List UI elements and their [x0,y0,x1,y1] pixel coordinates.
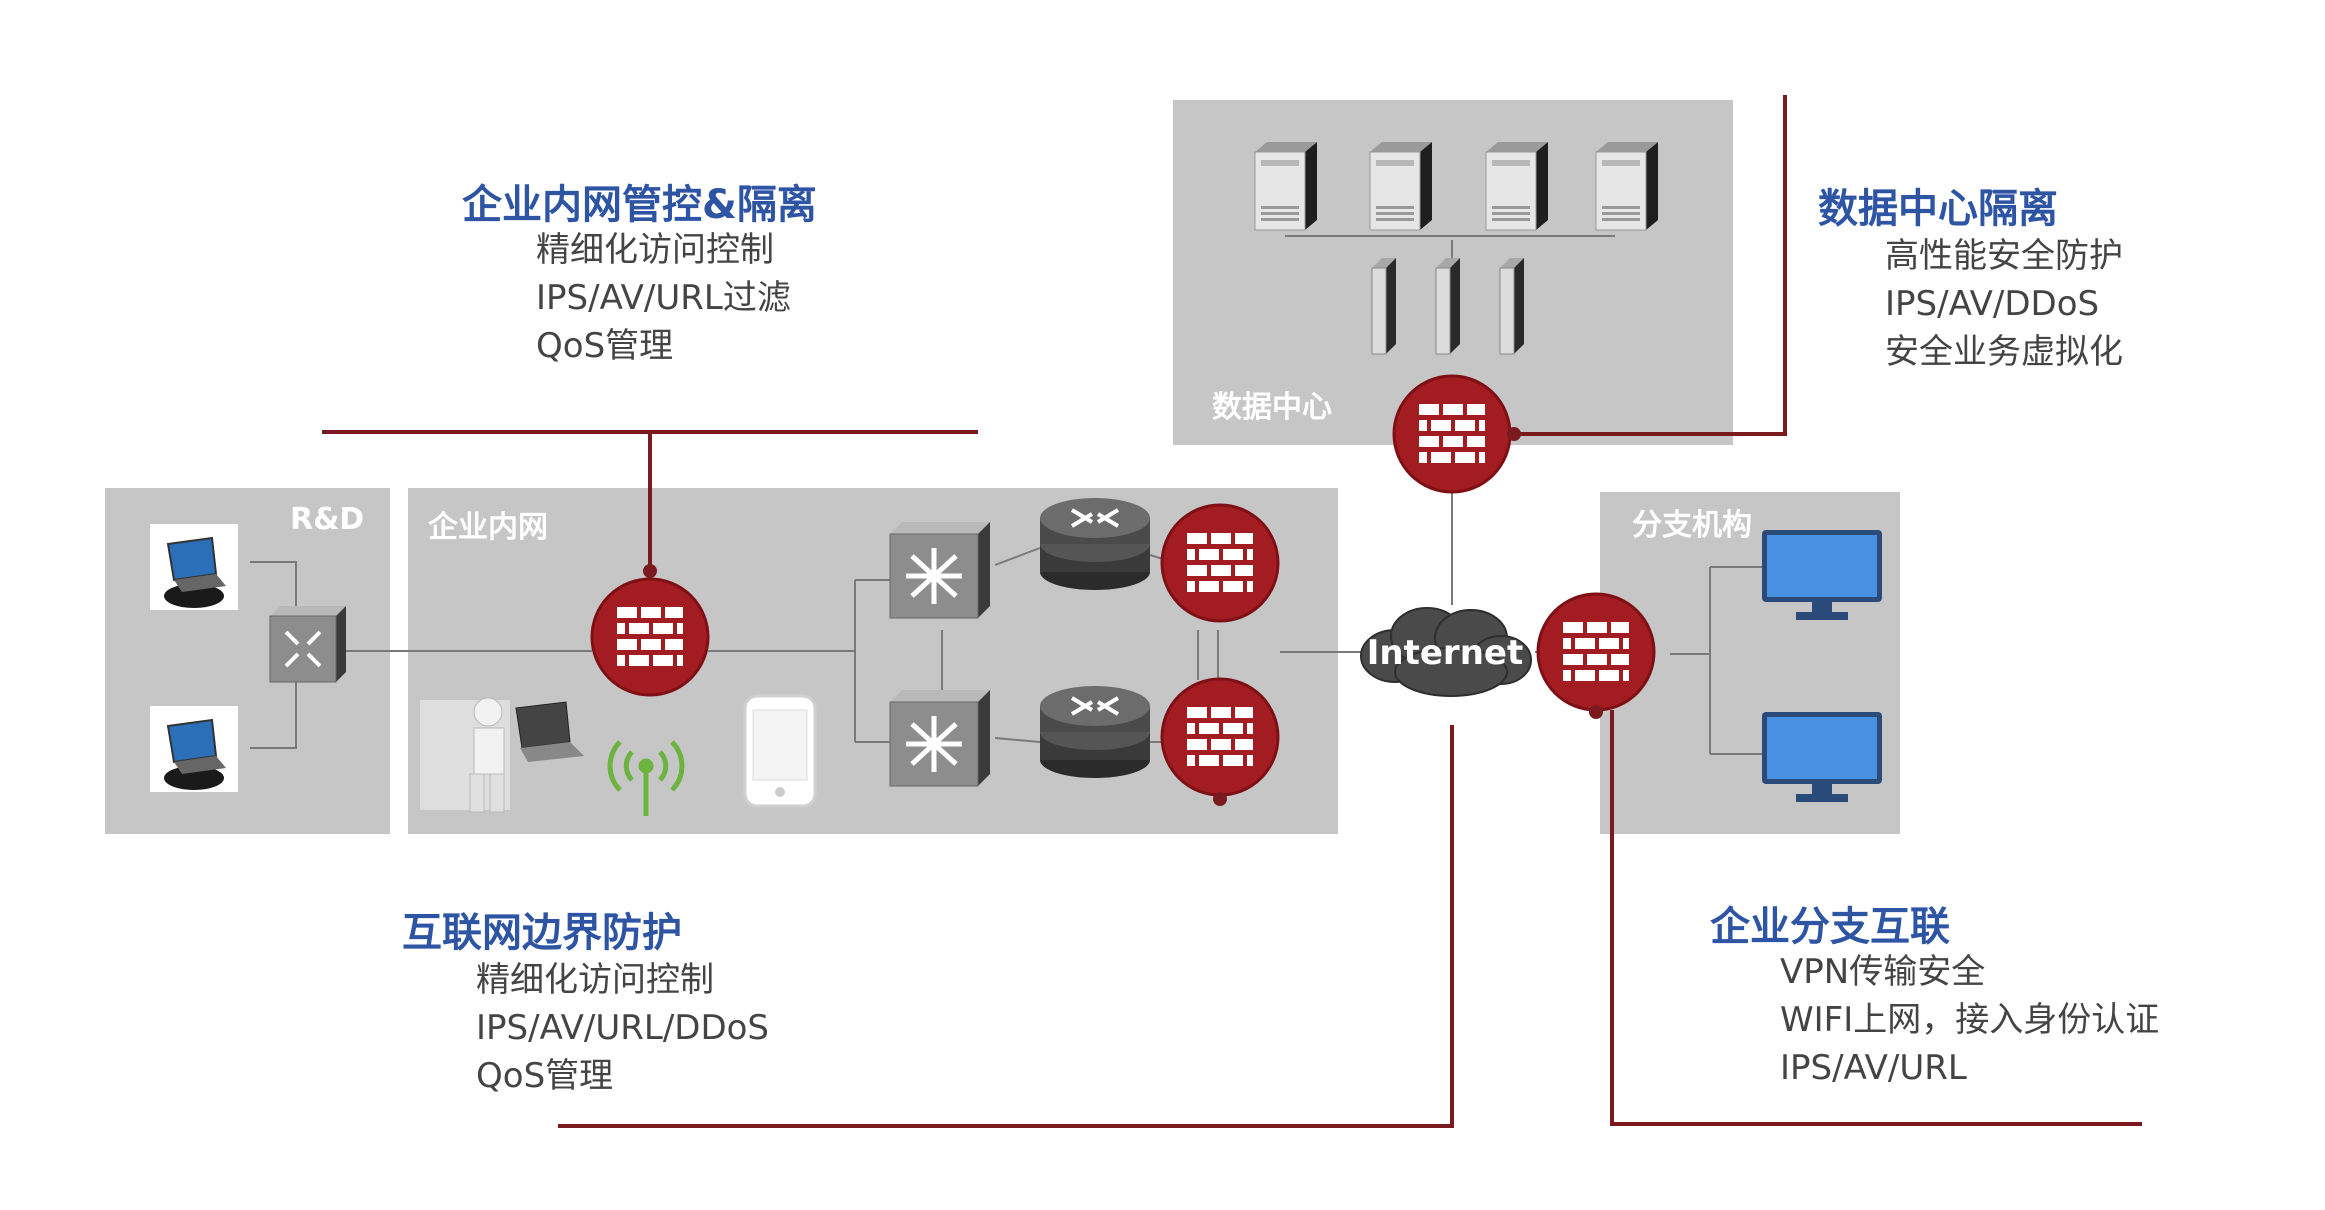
callout-list-internet-border: 精细化访问控制 IPS/AV/URL/DDoS QoS管理 [476,956,769,1100]
callout-item: 精细化访问控制 [536,230,774,270]
callout-item: 安全业务虚拟化 [1885,332,2123,372]
server-icon [1254,141,1318,231]
mobile-phone-icon [743,694,817,808]
storage-icon [1435,257,1461,355]
callout-title-datacenter-isolation: 数据中心隔离 [1818,186,2058,232]
callout-item: 精细化访问控制 [476,960,714,1000]
callout-list-branch-interconnect: VPN传输安全 WIFI上网，接入身份认证 IPS/AV/URL [1780,948,2159,1092]
firewall-icon [1536,592,1656,712]
router-icon [1038,684,1152,780]
callout-item: QoS管理 [536,326,674,366]
callout-item: IPS/AV/URL [1780,1048,1967,1088]
storage-icon [1371,257,1397,355]
callout-item: IPS/AV/DDoS [1885,284,2100,324]
server-icon [1485,141,1549,231]
laptop-icon [149,705,239,793]
firewall-icon [1392,374,1512,494]
callout-item: IPS/AV/URL/DDoS [476,1008,770,1048]
laptop-icon [149,523,239,611]
firewall-icon [1160,677,1280,797]
callout-item: 高性能安全防护 [1885,236,2123,276]
callout-title-internet-border: 互联网边界防护 [402,910,682,956]
user-computer-icon [420,697,584,813]
monitor-icon [1762,530,1882,620]
monitor-icon [1762,712,1882,802]
branch-zone-label: 分支机构 [1632,508,1752,543]
wifi-icon [607,740,685,816]
storage-icon [1499,257,1525,355]
callout-item: WIFI上网，接入身份认证 [1780,1000,2160,1040]
rnd-zone-label: R&D [290,502,365,537]
firewall-icon [1160,503,1280,623]
callout-list-datacenter-isolation: 高性能安全防护 IPS/AV/DDoS 安全业务虚拟化 [1885,232,2123,376]
core-switch-icon [890,690,990,786]
internet-label: Internet [1367,633,1523,673]
datacenter-zone-label: 数据中心 [1212,390,1332,425]
callout-item: IPS/AV/URL过滤 [536,278,791,318]
core-switch-icon [890,522,990,618]
server-icon [1369,141,1433,231]
internet-cloud-icon [1360,607,1532,697]
callout-title-branch-interconnect: 企业分支互联 [1710,904,1950,950]
callout-title-intranet-control: 企业内网管控&隔离 [462,182,817,228]
callout-item: QoS管理 [476,1056,614,1096]
callout-list-intranet-control: 精细化访问控制 IPS/AV/URL过滤 QoS管理 [536,226,791,370]
firewall-icon [590,577,710,697]
callout-item: VPN传输安全 [1780,952,1986,992]
intranet-zone-label: 企业内网 [428,510,548,545]
router-icon [1038,496,1152,592]
access-switch-icon [269,606,346,683]
server-icon [1595,141,1659,231]
